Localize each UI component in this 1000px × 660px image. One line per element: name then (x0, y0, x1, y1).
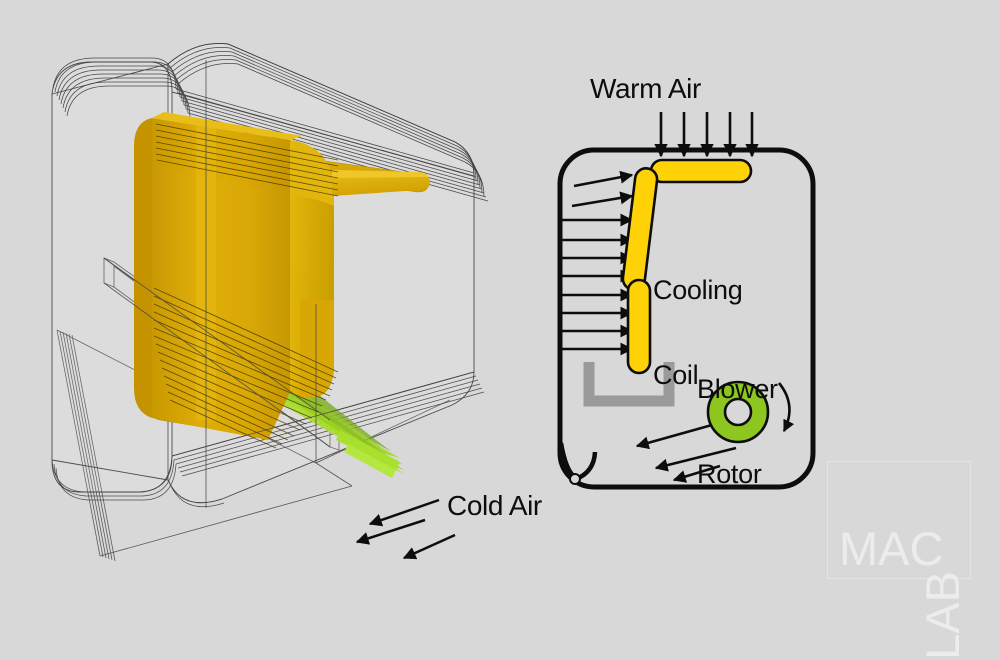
3d-cutaway-model (51, 43, 489, 562)
label-cooling-coil-line1: Cooling (653, 274, 743, 305)
label-blower-rotor-line2: Rotor (697, 458, 762, 489)
coil-fin-lines-lower (153, 287, 339, 449)
coil-segment-bottom (626, 278, 652, 375)
enclosure-top-ribs (52, 43, 489, 202)
label-blower-rotor-line1: Blower (697, 373, 778, 404)
label-cold-air: Cold Air (447, 490, 542, 521)
cooling-coil-3d (134, 112, 430, 440)
diagram-canvas: Warm Air Cooling Coil Blower Rotor Cold … (51, 43, 971, 660)
label-cooling-coil: Cooling Coil (653, 219, 743, 446)
inlet-airflow-arrows (560, 170, 634, 356)
label-cooling-coil-line2: Coil (653, 359, 699, 390)
watermark-lab-text: LAB (916, 571, 969, 660)
cold-air-arrows (355, 498, 456, 560)
label-blower-rotor: Blower Rotor (697, 318, 778, 545)
airflow-schematic (355, 112, 816, 560)
drip-pan (583, 362, 675, 407)
coil-segment-top (649, 158, 753, 184)
damper-hinge-pivot (569, 473, 581, 485)
schematic-enclosure-box (557, 147, 816, 490)
label-warm-air: Warm Air (590, 73, 701, 104)
maclab-watermark: MAC LAB (827, 461, 971, 660)
outlet-airflow-arrows (635, 423, 737, 483)
blower-rotor-schematic (706, 380, 770, 444)
enclosure-front-overlay (103, 60, 475, 508)
coil-fin-lines (155, 123, 339, 197)
rotor-rotation-arrow (777, 382, 795, 433)
watermark-mac-text: MAC (839, 522, 944, 575)
damper-flap (558, 442, 598, 485)
cooling-coil-schematic (621, 158, 753, 375)
